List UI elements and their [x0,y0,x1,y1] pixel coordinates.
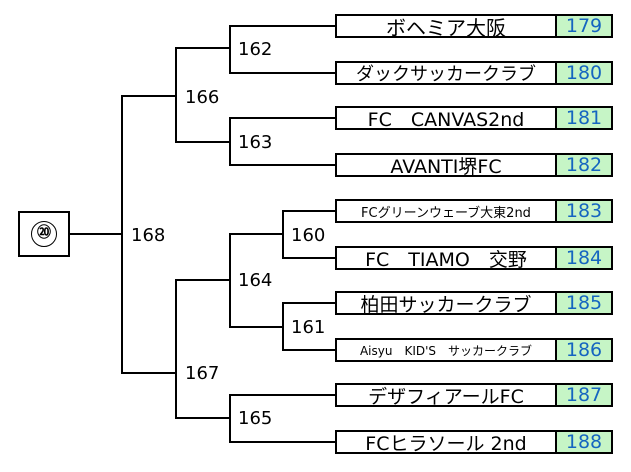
team-row: ボヘミア大阪 179 [335,14,613,38]
team-name: FCヒラソール 2nd [335,430,557,454]
team-name: 柏田サッカークラブ [335,291,557,315]
team-number: 181 [555,106,613,130]
team-number: 185 [555,291,613,315]
team-number: 187 [555,383,613,407]
team-number: 180 [555,61,613,85]
team-name: AVANTI堺FC [335,153,557,177]
team-row: FC CANVAS2nd 181 [335,106,613,130]
team-row: AVANTI堺FC 182 [335,153,613,177]
match-label-163: 163 [238,132,273,153]
match-label-160: 160 [291,225,326,246]
team-number: 182 [555,153,613,177]
team-row: FCヒラソール 2nd 188 [335,430,613,454]
team-name: ダックサッカークラブ [335,61,557,85]
match-label-162: 162 [238,39,273,60]
team-row: Aisyu KID'S サッカークラブ 186 [335,338,613,362]
match-label-168: 168 [131,225,166,246]
seed-label: ⑳ [31,221,57,247]
team-name: FCグリーンウェーブ大東2nd [335,199,557,223]
match-label-164: 164 [238,270,273,291]
match-label-166: 166 [185,87,220,108]
team-name: FC CANVAS2nd [335,106,557,130]
match-label-161: 161 [291,317,326,338]
team-row: デザフィアールFC 187 [335,383,613,407]
team-row: ダックサッカークラブ 180 [335,61,613,85]
team-number: 188 [555,430,613,454]
team-number: 186 [555,338,613,362]
match-label-167: 167 [185,363,220,384]
team-number: 179 [555,14,613,38]
team-name: Aisyu KID'S サッカークラブ [335,338,557,362]
team-row: 柏田サッカークラブ 185 [335,291,613,315]
team-row: FCグリーンウェーブ大東2nd 183 [335,199,613,223]
team-number: 183 [555,199,613,223]
seed-box: ⑳ [18,211,70,257]
match-label-165: 165 [238,408,273,429]
team-name: ボヘミア大阪 [335,14,557,38]
team-name: デザフィアールFC [335,383,557,407]
team-number: 184 [555,246,613,270]
team-row: FC TIAMO 交野 184 [335,246,613,270]
team-name: FC TIAMO 交野 [335,246,557,270]
